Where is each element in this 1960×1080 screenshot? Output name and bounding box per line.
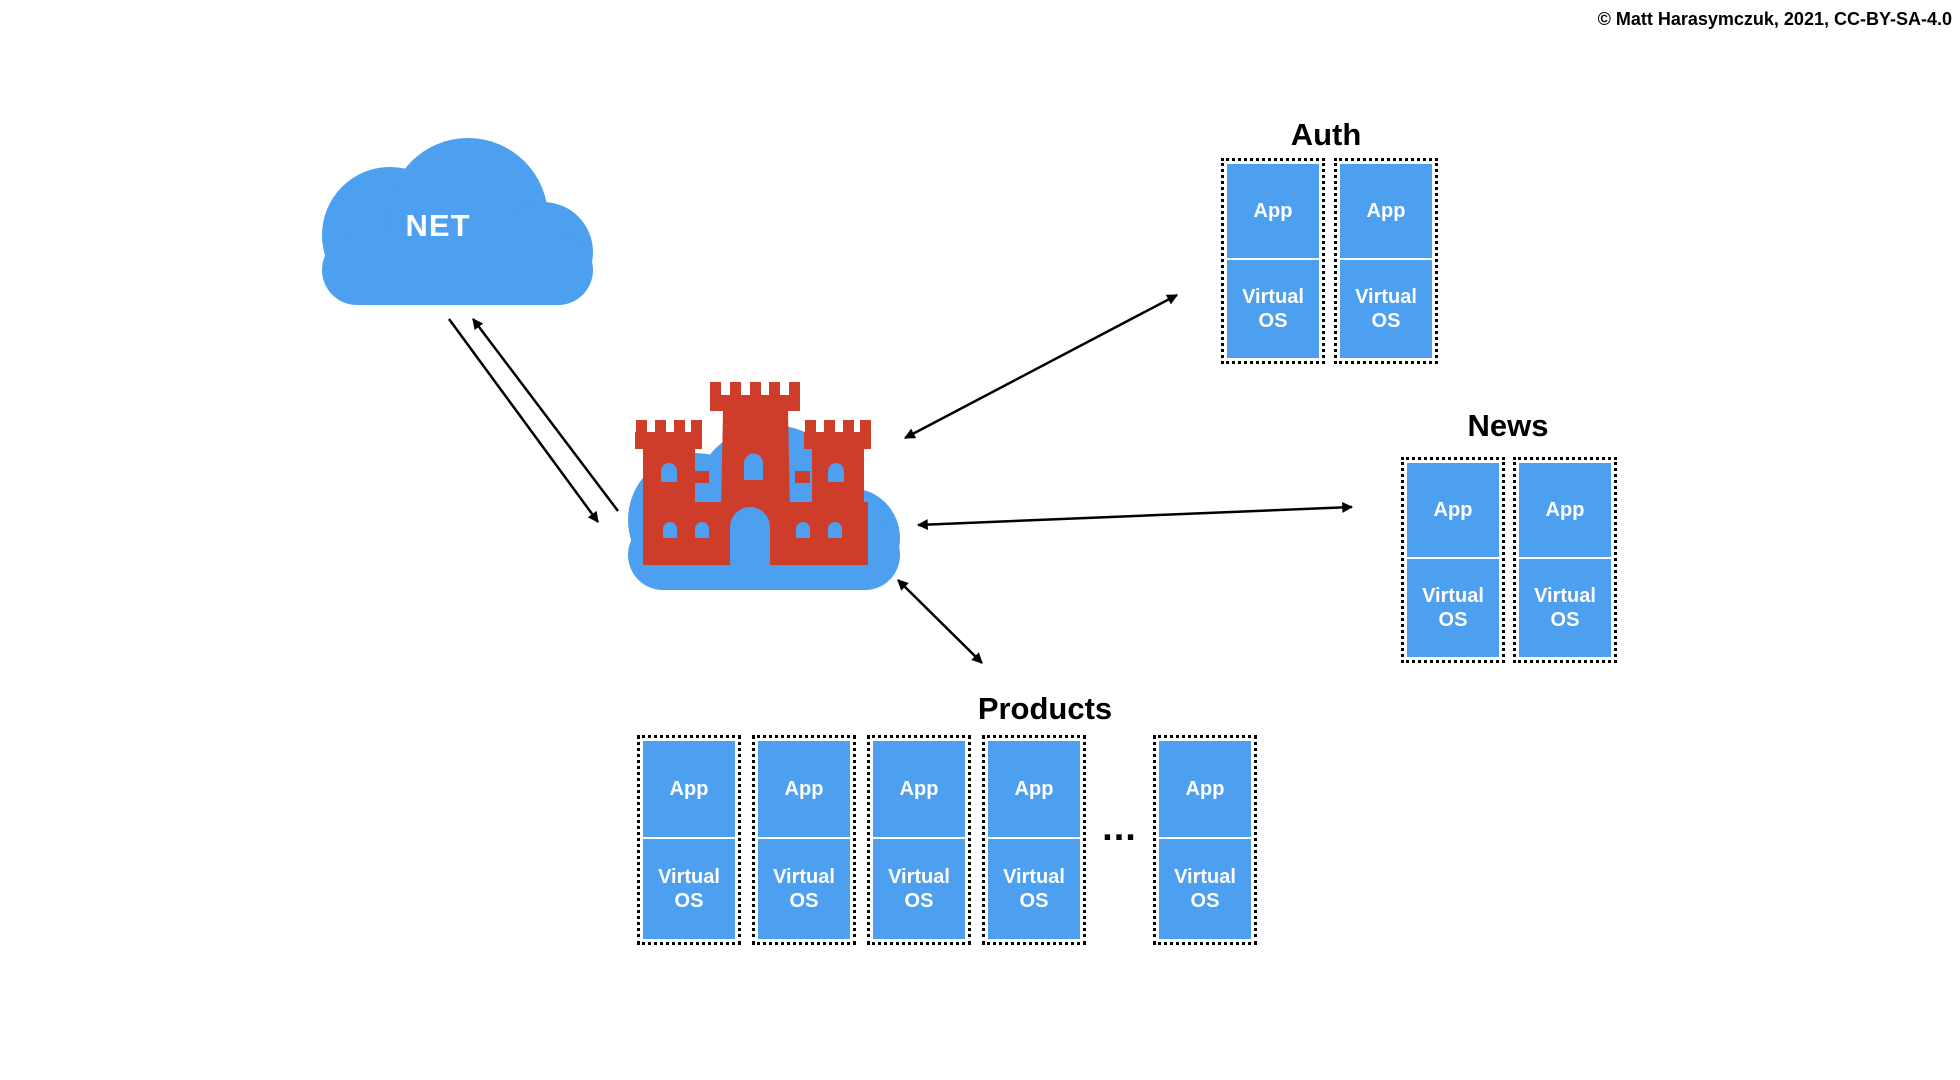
virtual-os-label: Virtual OS <box>1003 866 1065 912</box>
virtual-os-label: Virtual OS <box>773 866 835 912</box>
news-stack-row: App Virtual OS App Virtual OS <box>1401 457 1617 663</box>
virtual-os-label: Virtual OS <box>1422 585 1484 632</box>
vm-stack: App Virtual OS <box>1334 158 1438 364</box>
auth-stack-row: App Virtual OS App Virtual OS <box>1221 158 1438 364</box>
virtual-os-label: Virtual OS <box>1174 866 1236 912</box>
app-box: App <box>1227 164 1319 259</box>
vm-stack: App Virtual OS <box>982 735 1086 945</box>
app-box: App <box>1519 463 1611 558</box>
virtual-os-label: Virtual OS <box>658 866 720 912</box>
news-group-title: News <box>1467 408 1549 443</box>
vm-stack: App Virtual OS <box>1513 457 1617 663</box>
more-stacks-ellipsis: ... <box>1102 806 1137 849</box>
app-box: App <box>1407 463 1499 558</box>
app-label: App <box>1014 777 1054 800</box>
vm-stack: App Virtual OS <box>867 735 971 945</box>
firewall-castle-icon <box>635 382 871 565</box>
virtual-os-label: Virtual OS <box>888 866 950 912</box>
virtual-os-label: Virtual OS <box>1242 286 1304 333</box>
arrow-firewall-products-icon <box>897 579 983 664</box>
app-label: App <box>669 777 709 800</box>
vm-stack: App Virtual OS <box>752 735 856 945</box>
net-cloud-icon <box>322 138 593 305</box>
arrow-firewall-to-net-icon <box>472 318 619 512</box>
net-cloud-label: NET <box>405 208 471 243</box>
arrow-firewall-news-icon <box>916 501 1354 531</box>
products-stack-row: App Virtual OS App Virtual OS App Virtua… <box>637 735 1257 945</box>
app-label: App <box>1185 777 1225 800</box>
attribution-text: © Matt Harasymczuk, 2021, CC-BY-SA-4.0 <box>1597 9 1952 29</box>
virtual-os-box: Virtual OS <box>758 839 850 939</box>
arrow-firewall-auth-icon <box>904 293 1178 440</box>
vm-stack: App Virtual OS <box>1153 735 1257 945</box>
virtual-os-box: Virtual OS <box>643 839 735 939</box>
app-label: App <box>899 777 939 800</box>
app-box: App <box>988 741 1080 837</box>
app-label: App <box>1253 199 1293 222</box>
vm-stack: App Virtual OS <box>637 735 741 945</box>
virtual-os-box: Virtual OS <box>1159 839 1251 939</box>
app-label: App <box>784 777 824 800</box>
app-label: App <box>1433 498 1473 521</box>
virtual-os-box: Virtual OS <box>873 839 965 939</box>
vm-stack: App Virtual OS <box>1221 158 1325 364</box>
virtual-os-box: Virtual OS <box>1227 260 1319 358</box>
app-label: App <box>1545 498 1585 521</box>
virtual-os-box: Virtual OS <box>1407 559 1499 657</box>
vm-stack: App Virtual OS <box>1401 457 1505 663</box>
app-label: App <box>1366 199 1406 222</box>
app-box: App <box>758 741 850 837</box>
auth-group-title: Auth <box>1290 117 1362 152</box>
app-box: App <box>1159 741 1251 837</box>
arrow-net-to-firewall-icon <box>447 318 600 523</box>
virtual-os-box: Virtual OS <box>1340 260 1432 358</box>
virtual-os-box: Virtual OS <box>1519 559 1611 657</box>
virtual-os-label: Virtual OS <box>1534 585 1596 632</box>
app-box: App <box>1340 164 1432 259</box>
app-box: App <box>643 741 735 837</box>
products-group-title: Products <box>977 691 1113 726</box>
virtual-os-box: Virtual OS <box>988 839 1080 939</box>
virtual-os-label: Virtual OS <box>1355 286 1417 333</box>
app-box: App <box>873 741 965 837</box>
